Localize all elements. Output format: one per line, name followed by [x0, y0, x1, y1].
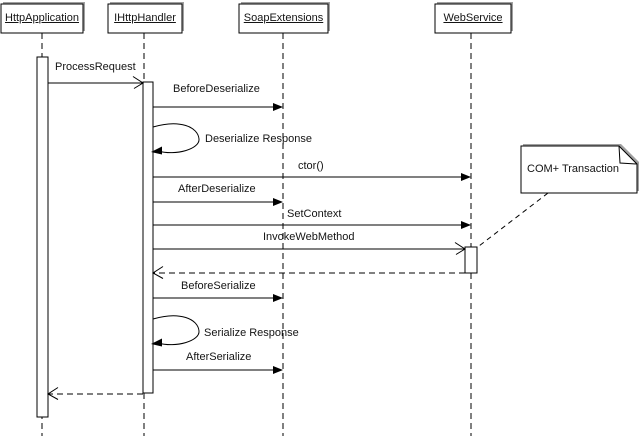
activation-ihttphandler [142, 81, 154, 394]
message-label-serializeresponse: Serialize Response [204, 327, 299, 339]
actor-title-httpapplication: HttpApplication [5, 12, 79, 24]
note-fold [618, 145, 638, 165]
self-call-serialize [152, 315, 200, 346]
message-label-beforedeserialize: BeforeDeserialize [173, 83, 260, 95]
note-text: COM+ Transaction [527, 163, 620, 175]
actor-box-ihttphandler [107, 3, 183, 34]
filled-arrowhead-icon [273, 366, 283, 374]
open-arrowhead-icon [47, 387, 59, 400]
message-label-deserializeresponse: Deserialize Response [205, 133, 312, 145]
activation-webservice [464, 246, 478, 274]
open-arrowhead-icon [132, 76, 144, 89]
message-label-invokewebmethod: InvokeWebMethod [263, 231, 355, 243]
filled-arrowhead-icon [151, 146, 162, 155]
message-label-afterdeserialize: AfterDeserialize [178, 183, 256, 195]
note-connector [478, 192, 549, 247]
actor-box-webservice [434, 3, 512, 34]
activation-httpapplication [36, 56, 49, 418]
actor-box-httpapplication [0, 3, 84, 34]
message-label-afterserialize: AfterSerialize [186, 351, 252, 363]
actor-box-soapextensions [238, 3, 329, 34]
open-arrowhead-icon [152, 266, 164, 279]
actor-title-webservice: WebService [443, 12, 503, 24]
filled-arrowhead-icon [273, 294, 283, 302]
filled-arrowhead-icon [461, 221, 471, 229]
self-call-deserialize [152, 123, 200, 154]
filled-arrowhead-icon [461, 173, 471, 181]
message-label-processrequest: ProcessRequest [55, 61, 136, 73]
open-arrowhead-icon [454, 242, 466, 255]
actor-title-soapextensions: SoapExtensions [243, 12, 324, 24]
note-box [520, 145, 638, 194]
filled-arrowhead-icon [273, 103, 283, 111]
message-label-ctor: ctor() [298, 160, 324, 172]
filled-arrowhead-icon [151, 338, 162, 347]
filled-arrowhead-icon [273, 198, 283, 206]
message-label-setcontext: SetContext [287, 208, 342, 220]
actor-title-ihttphandler: IHttpHandler [114, 12, 176, 24]
message-label-beforeserialize: BeforeSerialize [181, 280, 256, 292]
